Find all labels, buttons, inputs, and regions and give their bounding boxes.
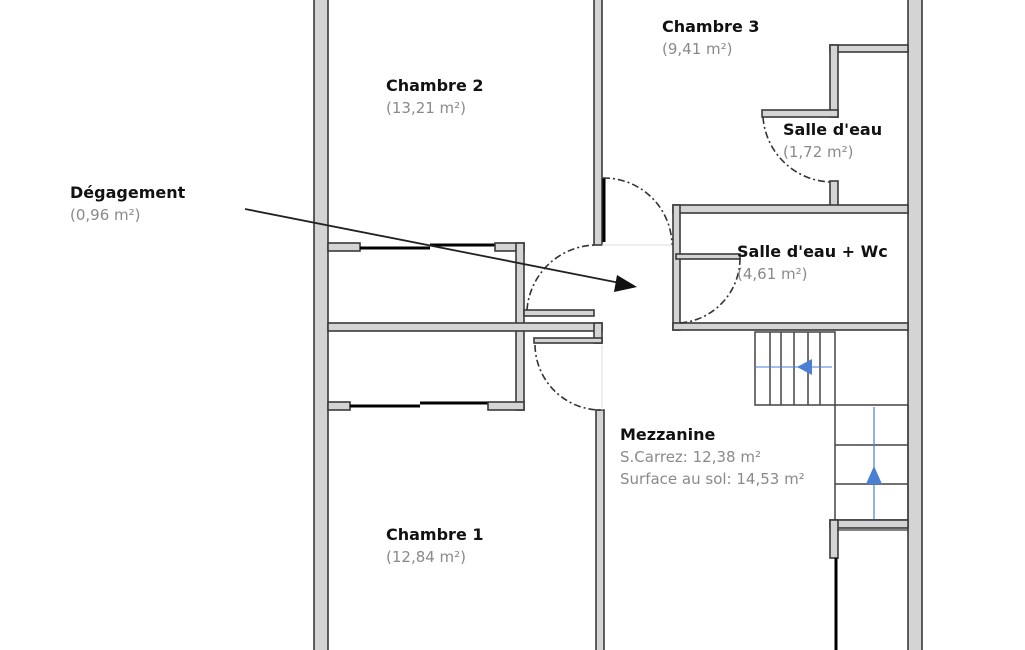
door-swing <box>679 257 741 324</box>
wall-segment <box>327 242 361 252</box>
wall-chambre1-mezzanine <box>595 409 605 650</box>
room-name: Salle d'eau + Wc <box>737 242 888 261</box>
wall-segment <box>829 44 839 118</box>
arrow-head-icon <box>614 275 637 292</box>
wall-segment <box>523 309 595 317</box>
pointer-line <box>244 208 621 284</box>
room-chambre1: Chambre 1 (12,84 m²) <box>386 525 484 566</box>
room-name: Chambre 1 <box>386 525 484 544</box>
room-name: Chambre 3 <box>662 17 760 36</box>
room-name: Mezzanine <box>620 425 716 444</box>
door-swing <box>762 116 831 183</box>
wall-segment <box>672 204 681 331</box>
wall-segment <box>829 44 909 53</box>
door-swing <box>534 344 602 411</box>
wall-segment <box>829 519 839 559</box>
room-name: Dégagement <box>70 183 186 202</box>
room-area: (9,41 m²) <box>662 40 733 58</box>
wall-right <box>907 0 923 650</box>
room-area: (0,96 m²) <box>70 206 141 224</box>
wall-segment <box>829 519 909 529</box>
room-salle-eau-wc: Salle d'eau + Wc (4,61 m²) <box>737 242 888 283</box>
room-chambre2: Chambre 2 (13,21 m²) <box>386 76 484 117</box>
room-area: (13,21 m²) <box>386 99 467 117</box>
door-swing <box>526 244 598 311</box>
wall-segment <box>327 401 351 411</box>
wall-segment <box>672 204 909 214</box>
room-carrez: S.Carrez: 12,38 m² <box>620 448 761 466</box>
room-area: (12,84 m²) <box>386 548 467 566</box>
room-name: Salle d'eau <box>783 120 883 139</box>
wall-segment <box>761 109 839 118</box>
room-salle-eau: Salle d'eau (1,72 m²) <box>783 120 882 161</box>
door-swing <box>602 177 673 246</box>
staircase <box>754 331 909 521</box>
wall-chambre2-chambre3 <box>593 0 603 246</box>
stair-arrow-up-icon <box>866 466 882 484</box>
room-name: Chambre 2 <box>386 76 484 95</box>
room-mezzanine: Mezzanine S.Carrez: 12,38 m² Surface au … <box>620 425 805 488</box>
room-area: (4,61 m²) <box>737 265 808 283</box>
wall-segment <box>672 322 909 331</box>
room-chambre3: Chambre 3 (9,41 m²) <box>662 17 760 58</box>
wall-segment <box>327 322 603 332</box>
wall-segment <box>533 337 603 344</box>
room-area: (1,72 m²) <box>783 143 854 161</box>
room-surface-sol: Surface au sol: 14,53 m² <box>620 470 805 488</box>
wall-left <box>313 0 329 650</box>
wall-segment <box>487 401 525 411</box>
wall-segment <box>675 253 741 260</box>
wall-segment <box>829 180 839 208</box>
stair-arrow-left-icon <box>797 359 812 375</box>
room-degagement: Dégagement (0,96 m²) <box>70 183 185 224</box>
